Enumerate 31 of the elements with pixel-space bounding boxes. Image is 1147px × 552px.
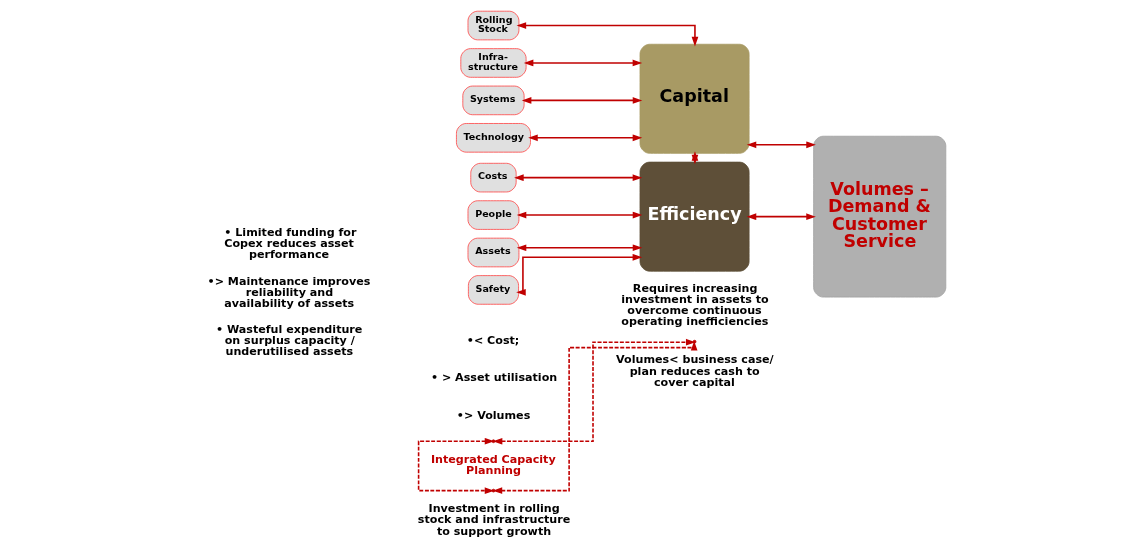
arrow — [514, 174, 643, 181]
label: • Wasteful expenditure on surplus capacity / underutilised assets — [215, 323, 363, 359]
arrow — [516, 22, 699, 47]
node-box: Assets — [467, 237, 520, 268]
label: •< Cost; — [466, 333, 520, 347]
node-box: Capital — [639, 43, 750, 154]
label: •> Volumes — [456, 408, 531, 422]
label: • Limited funding for Copex reduces asset performance — [224, 225, 357, 262]
node-box: People — [467, 200, 520, 230]
arrow — [523, 59, 643, 67]
node-point — [491, 439, 496, 444]
arrow — [528, 134, 643, 142]
node-point — [692, 339, 697, 344]
node-box: Volumes – Demand & Customer Service — [813, 135, 947, 298]
arrow — [516, 244, 643, 252]
label: • > Asset utilisation — [430, 371, 558, 385]
arrow — [521, 97, 643, 104]
node-box: Technology — [456, 123, 531, 153]
arrow — [746, 213, 816, 221]
node-box: Costs — [470, 162, 517, 193]
node-box: Infra- structure — [460, 48, 527, 78]
arrow — [516, 253, 643, 296]
arrow — [746, 141, 816, 149]
label: •> Maintenance improves reliability and availability of assets — [207, 274, 371, 310]
node-box: Efficiency — [639, 161, 750, 272]
label: Integrated Capacity Planning — [430, 452, 556, 478]
node-box: Systems — [462, 85, 525, 116]
label: Requires increasing investment in assets to overcome continuous operating inefficiencies — [621, 281, 769, 329]
node-box: Rolling Stock — [467, 10, 520, 41]
node-box: Safety — [468, 275, 519, 305]
arrow — [516, 211, 643, 219]
